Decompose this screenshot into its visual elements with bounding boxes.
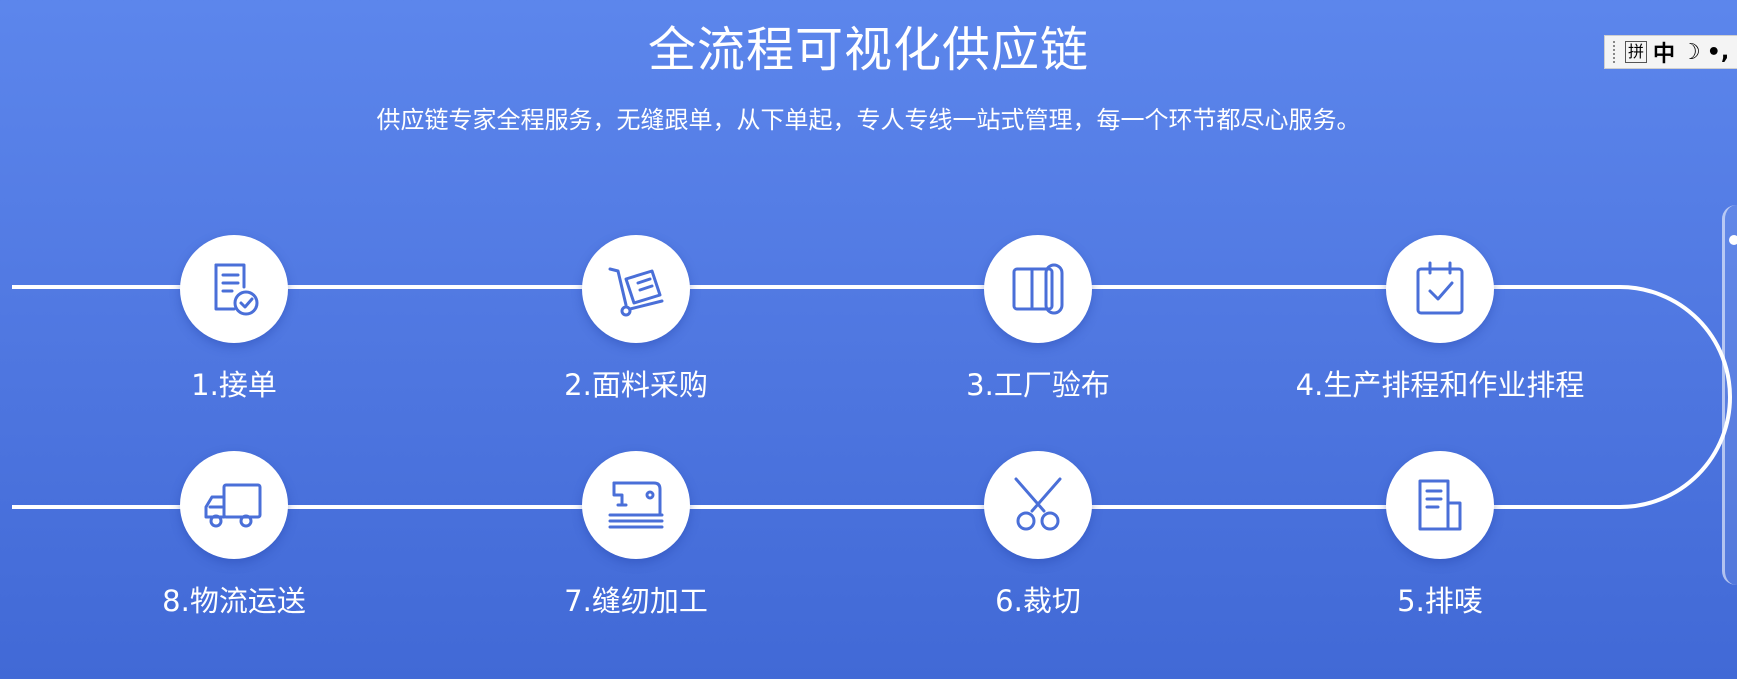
shopping-cart-icon <box>608 267 664 317</box>
ime-toolbar[interactable]: 拼 中 ☽ •, <box>1604 35 1737 69</box>
step-3-node[interactable] <box>984 235 1092 343</box>
step-5-label: 5.排唛 <box>1397 584 1483 618</box>
step-2-node[interactable] <box>582 235 690 343</box>
side-panel-dot <box>1729 235 1737 245</box>
step-4-label: 4.生产排程和作业排程 <box>1295 368 1585 402</box>
step-6-node[interactable] <box>984 451 1092 559</box>
step-8-label: 8.物流运送 <box>162 584 306 618</box>
sewing-machine-icon <box>608 481 664 529</box>
moon-icon[interactable]: ☽ <box>1681 39 1701 65</box>
fabric-roll-icon <box>1012 263 1064 315</box>
step-7-label: 7.缝纫加工 <box>564 584 708 618</box>
delivery-truck-icon <box>204 483 262 528</box>
scissors-icon <box>1014 477 1062 531</box>
label-document-icon <box>1418 479 1462 531</box>
ime-pinyin-button[interactable]: 拼 <box>1625 41 1648 63</box>
step-8-node[interactable] <box>180 451 288 559</box>
step-1-node[interactable] <box>180 235 288 343</box>
ime-mode-button[interactable]: 中 <box>1653 42 1676 67</box>
step-4-node[interactable] <box>1386 235 1494 343</box>
step-7-node[interactable] <box>582 451 690 559</box>
step-3-label: 3.工厂验布 <box>966 368 1110 402</box>
step-1-label: 1.接单 <box>191 368 277 402</box>
step-6-label: 6.裁切 <box>995 584 1081 618</box>
step-5-node[interactable] <box>1386 451 1494 559</box>
punctuation-icon[interactable]: •, <box>1706 39 1730 65</box>
clipboard-check-icon <box>1416 261 1464 315</box>
document-check-icon <box>214 263 259 316</box>
page-title: 全流程可视化供应链 <box>647 22 1089 78</box>
page-subtitle: 供应链专家全程服务，无缝跟单，从下单起，专人专线一站式管理，每一个环节都尽心服务… <box>376 106 1361 134</box>
side-scroll-panel[interactable] <box>1722 205 1737 585</box>
ime-drag-handle[interactable] <box>1613 41 1619 63</box>
step-2-label: 2.面料采购 <box>564 368 708 402</box>
